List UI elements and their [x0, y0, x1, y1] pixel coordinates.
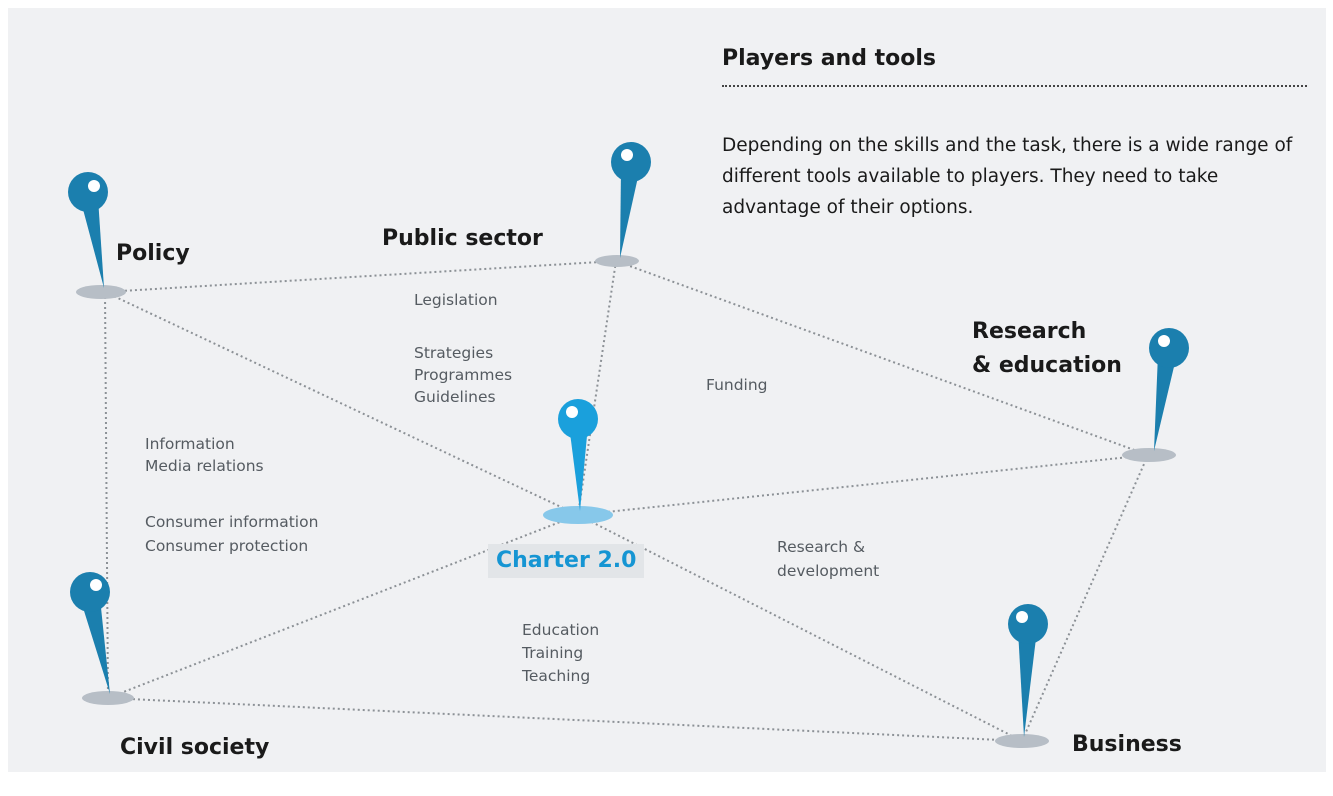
map-pin-icon: [595, 142, 651, 267]
edge-charter-research: [577, 454, 1149, 516]
dotted-divider: [722, 85, 1307, 87]
edge-charter-civil: [107, 514, 579, 699]
node-label-research-line1: Research: [972, 319, 1087, 344]
tool-label-training: Training: [522, 644, 584, 662]
diagram-panel: [8, 8, 1326, 772]
edge-research-business: [1021, 454, 1149, 742]
node-label-policy: Policy: [116, 241, 190, 266]
map-pin-icon: [995, 604, 1049, 748]
connection-lines: [104, 260, 1149, 742]
info-title: Players and tools: [722, 46, 936, 71]
tool-label-strategies: Strategies: [414, 344, 494, 362]
info-body: Depending on the skills and the task, th…: [722, 134, 1293, 218]
edge-policy-charter: [104, 291, 579, 516]
tool-label-consumer-information: Consumer information: [145, 513, 319, 531]
node-label-business: Business: [1072, 732, 1182, 757]
tool-label-research-dev-line2: development: [777, 562, 880, 580]
map-pin-icon: [1122, 328, 1189, 462]
tool-label-consumer-protection: Consumer protection: [145, 537, 309, 555]
center-map-pin-icon: [543, 399, 613, 524]
tool-label-legislation: Legislation: [414, 291, 498, 309]
map-pin-icon: [70, 572, 134, 705]
map-pin-icon: [68, 172, 126, 299]
tool-label-media-relations: Media relations: [145, 457, 264, 475]
edge-public-research: [615, 260, 1149, 456]
edge-policy-public: [104, 260, 617, 293]
tool-label-guidelines: Guidelines: [414, 388, 496, 406]
edge-charter-business: [577, 514, 1023, 742]
node-label-charter: Charter 2.0: [488, 544, 645, 578]
node-label-public-sector: Public sector: [382, 226, 543, 251]
tool-label-education: Education: [522, 621, 600, 639]
tool-label-research-dev-line1: Research &: [777, 538, 866, 556]
edge-public-charter: [577, 260, 617, 516]
edge-policy-civil: [104, 291, 109, 699]
node-label-civil-society: Civil society: [120, 735, 270, 760]
tool-label-funding: Funding: [706, 376, 768, 394]
tool-label-programmes: Programmes: [414, 366, 513, 384]
tool-label-teaching: Teaching: [522, 667, 591, 685]
tool-label-information: Information: [145, 435, 235, 453]
node-label-research-line2: & education: [972, 353, 1122, 378]
